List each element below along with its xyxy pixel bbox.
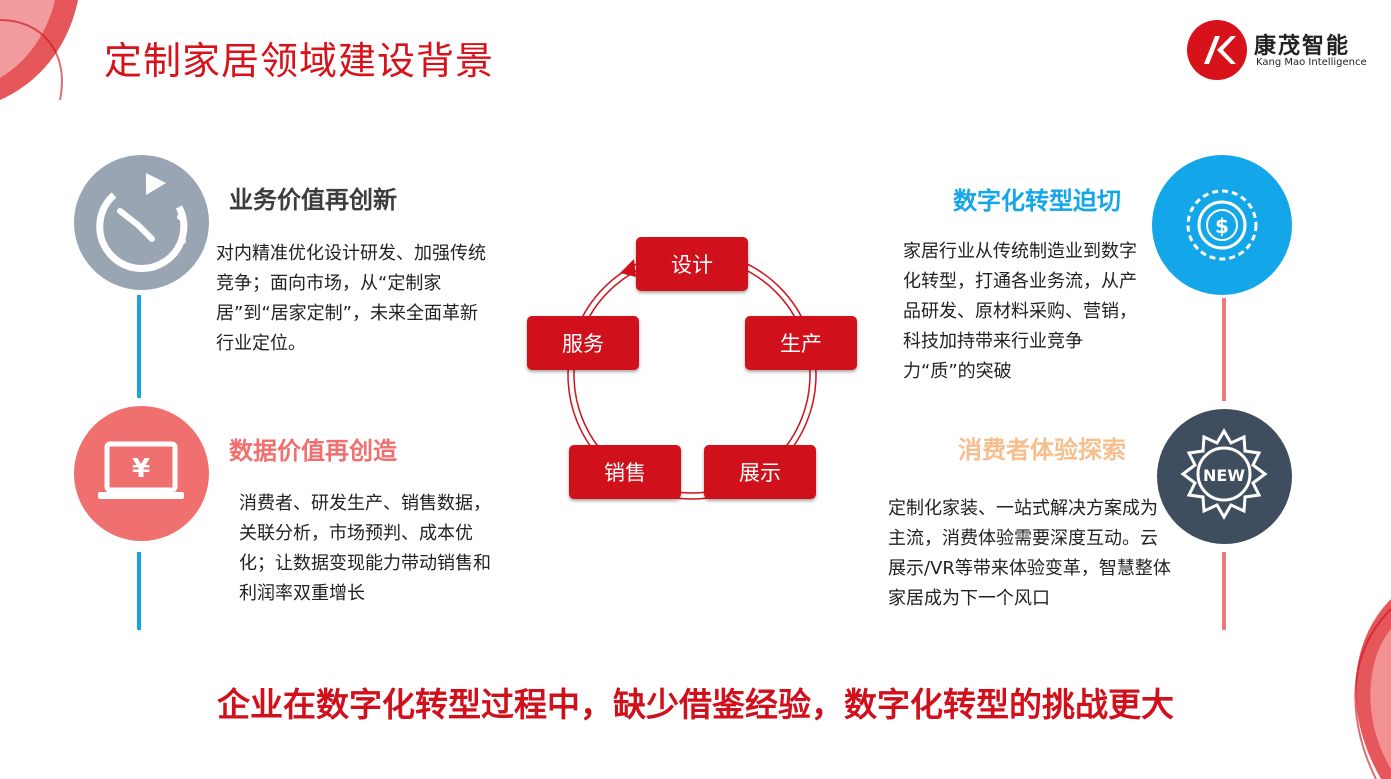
- section-body-digital-urgency: 家居行业从传统制造业到数字化转型，打通各业务流，从产品研发、原材料采购、营销，科…: [903, 241, 1137, 382]
- connector-line-left-bottom: [137, 552, 141, 630]
- cycle-node-service: 服务: [527, 316, 639, 370]
- section-body-data-value: 消费者、研发生产、销售数据，关联分析，市场预判、成本优化；让数据变现能力带动销售…: [239, 493, 491, 604]
- cycle-node-display: 展示: [704, 445, 816, 499]
- section-title-data-value: 数据价值再创造: [229, 437, 397, 465]
- section-title-business-value: 业务价值再创新: [229, 186, 397, 214]
- logo-icon: [1187, 20, 1247, 80]
- conclusion-text: 企业在数字化转型过程中，缺少借鉴经验，数字化转型的挑战更大: [217, 685, 1174, 724]
- cycle-node-design: 设计: [636, 237, 748, 291]
- dollar-target-icon: $: [1152, 155, 1292, 295]
- laptop-yen-icon: ¥: [74, 406, 209, 541]
- new-label: NEW: [1203, 466, 1245, 485]
- page-title: 定制家居领域建设背景: [104, 39, 495, 83]
- section-title-consumer-experience: 消费者体验探索: [958, 436, 1126, 464]
- section-title-digital-urgency: 数字化转型迫切: [953, 187, 1121, 215]
- logo-name-cn: 康茂智能: [1254, 34, 1351, 59]
- corner-swoosh-bottom-right: [1354, 599, 1391, 779]
- section-body-consumer-experience: 定制化家装、一站式解决方案成为主流，消费体验需要深度互动。云展示/VR等带来体验…: [888, 498, 1171, 609]
- cycle-node-sales: 销售: [569, 445, 681, 499]
- connector-line-right-top: [1222, 298, 1226, 401]
- cycle-node-production: 生产: [745, 316, 857, 370]
- corner-swoosh-top-left: [0, 0, 78, 101]
- yen-symbol: ¥: [132, 454, 150, 484]
- connector-line-left-top: [137, 295, 141, 398]
- new-badge-icon: NEW: [1157, 409, 1292, 544]
- logo-name-en: Kang Mao Intelligence: [1256, 57, 1367, 68]
- clock-arrow-icon: [74, 155, 209, 290]
- section-body-business-value: 对内精准优化设计研发、加强传统竞争；面向市场，从“定制家居”到“居家定制”，未来…: [216, 243, 486, 354]
- connector-line-right-bottom: [1222, 552, 1226, 630]
- dollar-symbol: $: [1215, 214, 1229, 238]
